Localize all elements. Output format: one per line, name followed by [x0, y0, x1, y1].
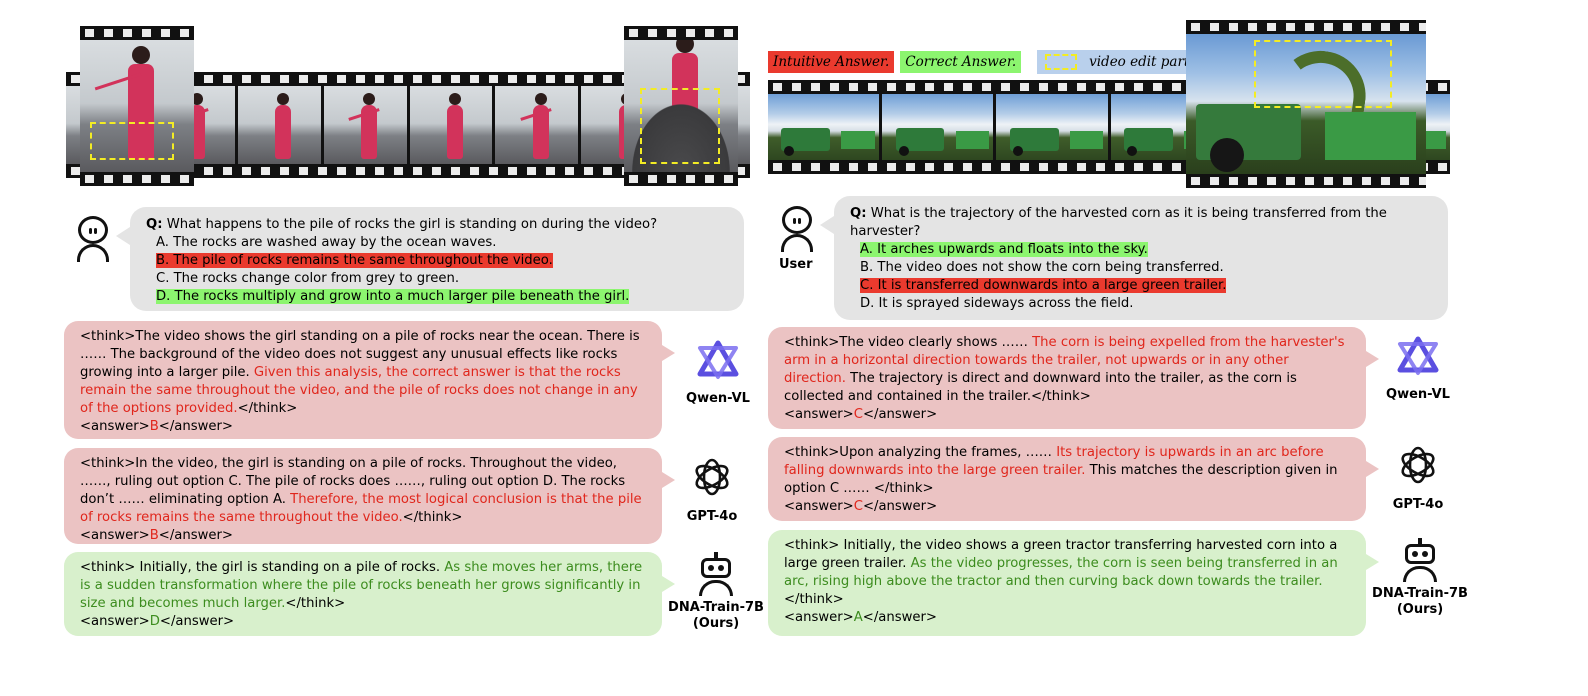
video-frame	[996, 94, 1108, 160]
model-qwen-left: Qwen-VL	[678, 340, 758, 407]
edit-region-box	[640, 88, 720, 164]
video-frame	[768, 94, 880, 160]
option-a: A. It arches upwards and floats into the…	[860, 242, 1148, 257]
qwen-logo-icon	[1397, 336, 1439, 375]
option-c: C. It is transferred downwards into a la…	[860, 278, 1227, 293]
video-frame	[409, 86, 493, 164]
model-dna-right: DNA-Train-7B (Ours)	[1366, 538, 1474, 618]
option-c: C. The rocks change color from grey to g…	[156, 271, 460, 286]
legend: Intuitive Answer. Correct Answer. video …	[768, 50, 1200, 74]
answer-qwen-right: <think>The video clearly shows …… The co…	[768, 327, 1379, 429]
video-frame	[495, 86, 579, 164]
option-b: B. The video does not show the corn bein…	[860, 260, 1224, 275]
question-text: Q: What is the trajectory of the harvest…	[850, 206, 1387, 239]
answer-dna-left: <think> Initially, the girl is standing …	[64, 552, 675, 636]
question-text: Q: What happens to the pile of rocks the…	[146, 217, 658, 232]
robot-icon	[696, 552, 736, 596]
keyframe-first	[80, 26, 194, 186]
model-gpt-left: GPT-4o	[672, 456, 752, 525]
option-b: B. The pile of rocks remains the same th…	[156, 253, 553, 268]
user-icon	[778, 206, 816, 252]
keyframe-large	[1186, 20, 1426, 188]
right-question-bubble: Q: What is the trajectory of the harvest…	[820, 196, 1448, 320]
option-d: D. It is sprayed sideways across the fie…	[860, 296, 1134, 311]
openai-logo-icon	[695, 458, 729, 496]
model-qwen-right: Qwen-VL	[1378, 336, 1458, 403]
legend-edit-label: video edit part	[1089, 54, 1190, 70]
video-frame	[323, 86, 407, 164]
qwen-logo-icon	[697, 340, 739, 379]
user-label: User	[779, 257, 813, 272]
video-frame	[882, 94, 994, 160]
left-question-bubble: Q: What happens to the pile of rocks the…	[116, 207, 744, 311]
legend-edit: video edit part	[1037, 50, 1200, 74]
video-frame	[237, 86, 321, 164]
keyframe-last	[624, 26, 738, 186]
option-d: D. The rocks multiply and grow into a mu…	[156, 289, 630, 304]
answer-gpt-right: <think>Upon analyzing the frames, …… Its…	[768, 437, 1379, 521]
legend-correct: Correct Answer.	[900, 51, 1022, 73]
openai-logo-icon	[1401, 446, 1435, 484]
model-gpt-right: GPT-4o	[1378, 444, 1458, 513]
answer-dna-right: <think> Initially, the video shows a gre…	[768, 530, 1379, 636]
user-icon	[74, 216, 112, 262]
option-a: A. The rocks are washed away by the ocea…	[156, 235, 497, 250]
model-dna-left: DNA-Train-7B (Ours)	[662, 552, 770, 632]
dashed-box-icon	[1045, 54, 1078, 70]
robot-icon	[1400, 538, 1440, 582]
edit-region-box	[90, 122, 174, 160]
answer-gpt-left: <think>In the video, the girl is standin…	[64, 448, 675, 544]
edit-region-box	[1254, 40, 1392, 108]
answer-qwen-left: <think>The video shows the girl standing…	[64, 321, 675, 439]
legend-intuitive: Intuitive Answer.	[768, 51, 895, 73]
